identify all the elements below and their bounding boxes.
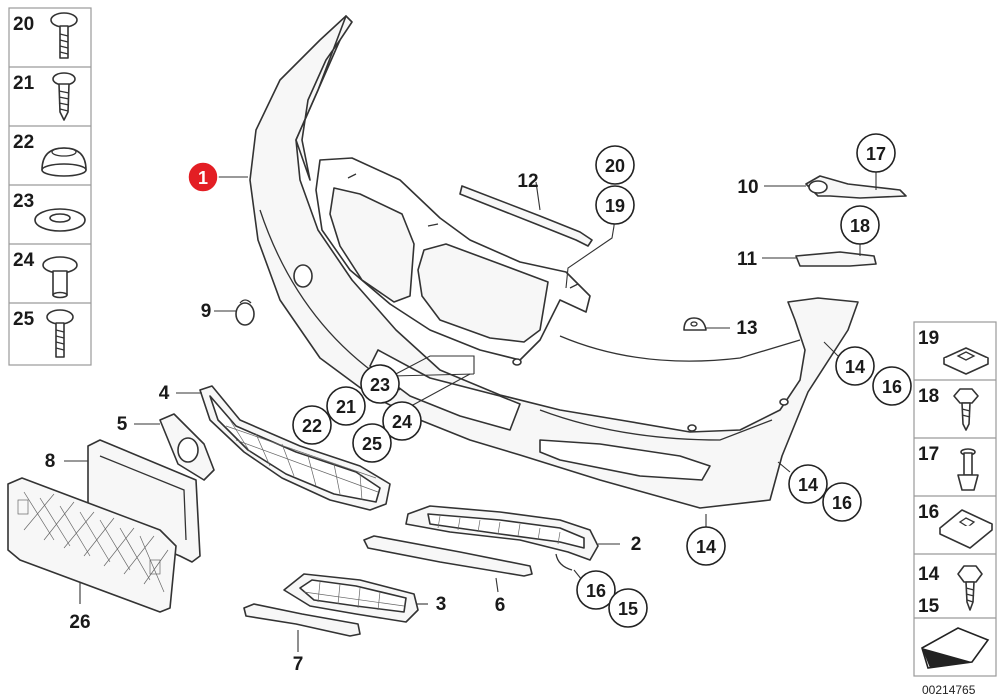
right-panel-label-18: 18 [918, 386, 939, 407]
bracket-part-11 [795, 251, 877, 267]
callout-1-label: 1 [198, 168, 208, 188]
callout-20: 20 [605, 156, 625, 176]
callout-3[interactable]: 3 [436, 594, 447, 615]
left-panel-label-24: 24 [13, 250, 35, 271]
image-code: 00214765 [922, 683, 976, 697]
clip-nut-16-icon [939, 509, 993, 549]
plug-24-icon [42, 256, 78, 299]
grommet-22-icon [41, 147, 87, 177]
right-panel-label-16: 16 [918, 502, 939, 523]
lower-grille-part-4 [199, 385, 391, 511]
right-panel-label-17: 17 [918, 444, 939, 465]
direction-arrow-icon [921, 627, 990, 669]
callout-11[interactable]: 11 [737, 249, 758, 270]
callout-23: 23 [370, 375, 390, 395]
carrier-part-26 [7, 477, 177, 613]
bolt-18-icon [953, 388, 979, 431]
callout-14a-circle[interactable]: 14 [835, 346, 875, 386]
bracket-part-10 [805, 175, 907, 199]
screw-25-icon [46, 309, 74, 358]
callout-6[interactable]: 6 [495, 595, 506, 616]
grille-part-2 [405, 505, 599, 571]
cap-part-9 [235, 299, 255, 326]
callout-9[interactable]: 9 [201, 301, 212, 322]
callout-labels: 12 10 11 13 9 4 5 8 26 2 3 6 7 [45, 171, 759, 675]
callout-20-circle[interactable]: 20 [595, 145, 635, 185]
left-panel-label-22: 22 [13, 132, 34, 153]
right-panel-label-15: 15 [918, 596, 940, 617]
callout-14c: 14 [696, 537, 716, 557]
callout-16b: 16 [832, 493, 852, 513]
trim-strip-part-6 [363, 535, 533, 577]
callout-2[interactable]: 2 [631, 534, 642, 555]
callout-22-circle[interactable]: 22 [292, 405, 332, 445]
left-panel-label-25: 25 [13, 309, 35, 330]
screw-14-15-icon [957, 565, 983, 611]
callout-25: 25 [362, 434, 382, 454]
screw-20-icon [50, 12, 78, 59]
left-panel-label-21: 21 [13, 73, 35, 94]
callout-24-circle[interactable]: 24 [382, 401, 422, 441]
grille-part-3 [283, 573, 419, 623]
callout-23-circle[interactable]: 23 [360, 364, 400, 404]
callout-16a: 16 [882, 377, 902, 397]
right-panel-label-19: 19 [918, 328, 939, 349]
callout-4[interactable]: 4 [159, 383, 170, 404]
stud-17-icon [957, 448, 979, 491]
callout-14c-circle[interactable]: 14 [686, 526, 726, 566]
right-panel-label-14: 14 [918, 564, 940, 585]
callout-12[interactable]: 12 [517, 171, 538, 192]
callout-8[interactable]: 8 [45, 451, 56, 472]
callout-15c-circle[interactable]: 15 [608, 588, 648, 628]
right-fastener-panel: 19 18 17 16 14 15 [913, 321, 997, 677]
right-panel-frame [913, 321, 997, 677]
callout-14b: 14 [798, 475, 818, 495]
callout-18: 18 [850, 216, 870, 236]
callout-16b-circle[interactable]: 16 [822, 482, 862, 522]
callout-17: 17 [866, 144, 886, 164]
clip-part-13 [683, 317, 707, 331]
callout-5[interactable]: 5 [117, 414, 128, 435]
left-fastener-panel: 20 21 22 23 24 25 [8, 7, 92, 366]
callout-19-circle[interactable]: 19 [595, 185, 635, 225]
clip-nut-19-icon [943, 347, 989, 375]
callout-13[interactable]: 13 [736, 318, 757, 339]
highlight-dot [187, 161, 219, 193]
callout-22: 22 [302, 416, 322, 436]
callout-14a: 14 [845, 357, 865, 377]
callout-15c: 15 [618, 599, 638, 619]
callout-25-circle[interactable]: 25 [352, 423, 392, 463]
callout-24: 24 [392, 412, 412, 432]
callout-26[interactable]: 26 [69, 612, 90, 633]
seal-strip-part-12 [459, 185, 593, 247]
callout-19: 19 [605, 196, 625, 216]
callout-21-circle[interactable]: 21 [326, 386, 366, 426]
callout-18-circle[interactable]: 18 [840, 205, 880, 245]
cover-part-5 [159, 413, 215, 481]
callout-16c: 16 [586, 581, 606, 601]
callout-17-circle[interactable]: 17 [856, 133, 896, 173]
circled-callouts: 20 19 17 18 14 16 14 16 [292, 133, 912, 628]
washer-23-icon [34, 208, 86, 232]
callout-16c-circle[interactable]: 16 [576, 570, 616, 610]
callout-1-highlight[interactable]: 1 [187, 161, 248, 193]
callout-16a-circle[interactable]: 16 [872, 366, 912, 406]
callout-21: 21 [336, 397, 356, 417]
trim-strip-part-7 [243, 603, 361, 637]
bumper-cover-part-1 [249, 15, 859, 509]
callout-7[interactable]: 7 [293, 654, 304, 675]
screw-21-icon [52, 72, 76, 121]
callout-14b-circle[interactable]: 14 [788, 464, 828, 504]
callout-10[interactable]: 10 [737, 177, 758, 198]
left-panel-label-23: 23 [13, 191, 34, 212]
left-panel-label-20: 20 [13, 14, 34, 35]
